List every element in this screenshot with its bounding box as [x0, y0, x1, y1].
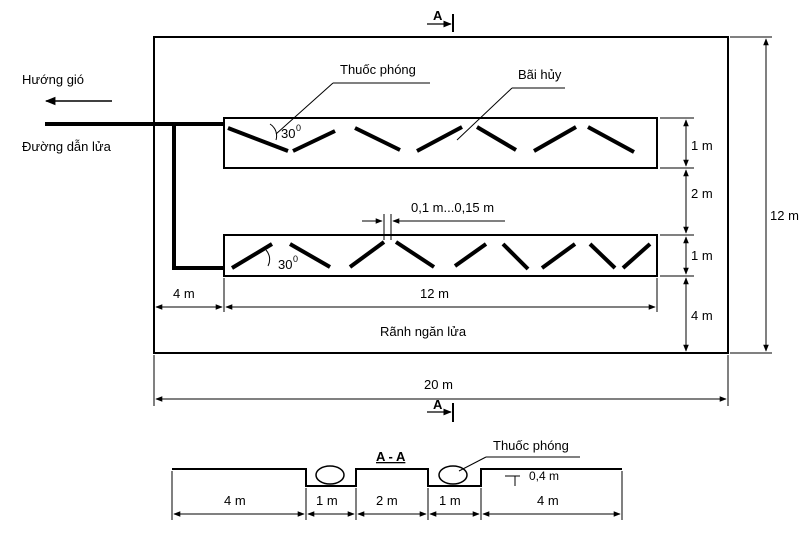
- svg-text:0,4 m: 0,4 m: [529, 469, 559, 483]
- section-dim-3: 2 m: [376, 493, 398, 508]
- wind-direction-label: Hướng gió: [22, 72, 84, 87]
- dim-pit-width-2: 1 m: [691, 248, 713, 263]
- propellant-callout: Thuốc phóng: [275, 62, 430, 135]
- section-propellant-callout: Thuốc phóng: [458, 438, 580, 472]
- section-marker-bottom: A: [427, 397, 454, 422]
- svg-text:30: 30: [281, 126, 295, 141]
- svg-text:30: 30: [278, 257, 292, 272]
- angle-lower: 30 0: [265, 249, 298, 272]
- site-boundary: [153, 36, 729, 354]
- angle-upper: 30 0: [269, 123, 301, 141]
- dim-pit-gap: 2 m: [691, 186, 713, 201]
- disposal-site-callout: Bãi hủy: [456, 67, 565, 141]
- svg-text:Thuốc phóng: Thuốc phóng: [340, 62, 416, 77]
- svg-text:0,1 m...0,15 m: 0,1 m...0,15 m: [411, 200, 494, 215]
- pit-lower: [223, 234, 658, 277]
- section-dimensions: [171, 471, 623, 520]
- dim-total-width: 20 m: [424, 377, 453, 392]
- dim-total-height: 12 m: [770, 208, 799, 223]
- dim-pit-length: 12 m: [420, 286, 449, 301]
- pit-upper: [223, 117, 658, 169]
- dim-pit-width-1: 1 m: [691, 138, 713, 153]
- dim-bottom-margin: 4 m: [691, 308, 713, 323]
- firebreak-label: Rãnh ngăn lửa: [380, 324, 467, 339]
- section-marker-top: A: [427, 8, 454, 32]
- dim-left-margin: 4 m: [173, 286, 195, 301]
- section-dim-4: 1 m: [439, 493, 461, 508]
- svg-text:Bãi hủy: Bãi hủy: [518, 67, 562, 82]
- section-title: A - A: [376, 449, 406, 464]
- fire-line-label: Đường dẫn lửa: [22, 139, 112, 154]
- section-dim-2: 1 m: [316, 493, 338, 508]
- propellant-strips-lower: [230, 240, 652, 271]
- svg-text:A: A: [433, 8, 443, 23]
- section-dim-1: 4 m: [224, 493, 246, 508]
- section-depth: 0,4 m: [505, 469, 559, 486]
- gap-dimension: 0,1 m...0,15 m: [362, 200, 505, 240]
- propellant-strips-upper: [227, 125, 635, 154]
- svg-text:0: 0: [296, 123, 301, 133]
- section-profile: [172, 465, 622, 487]
- svg-text:A: A: [433, 397, 443, 412]
- svg-text:0: 0: [293, 254, 298, 264]
- svg-text:Thuốc phóng: Thuốc phóng: [493, 438, 569, 453]
- section-dim-5: 4 m: [537, 493, 559, 508]
- fire-line: [45, 122, 224, 270]
- right-dimensions: [660, 36, 772, 354]
- horizontal-dimensions: [153, 278, 729, 406]
